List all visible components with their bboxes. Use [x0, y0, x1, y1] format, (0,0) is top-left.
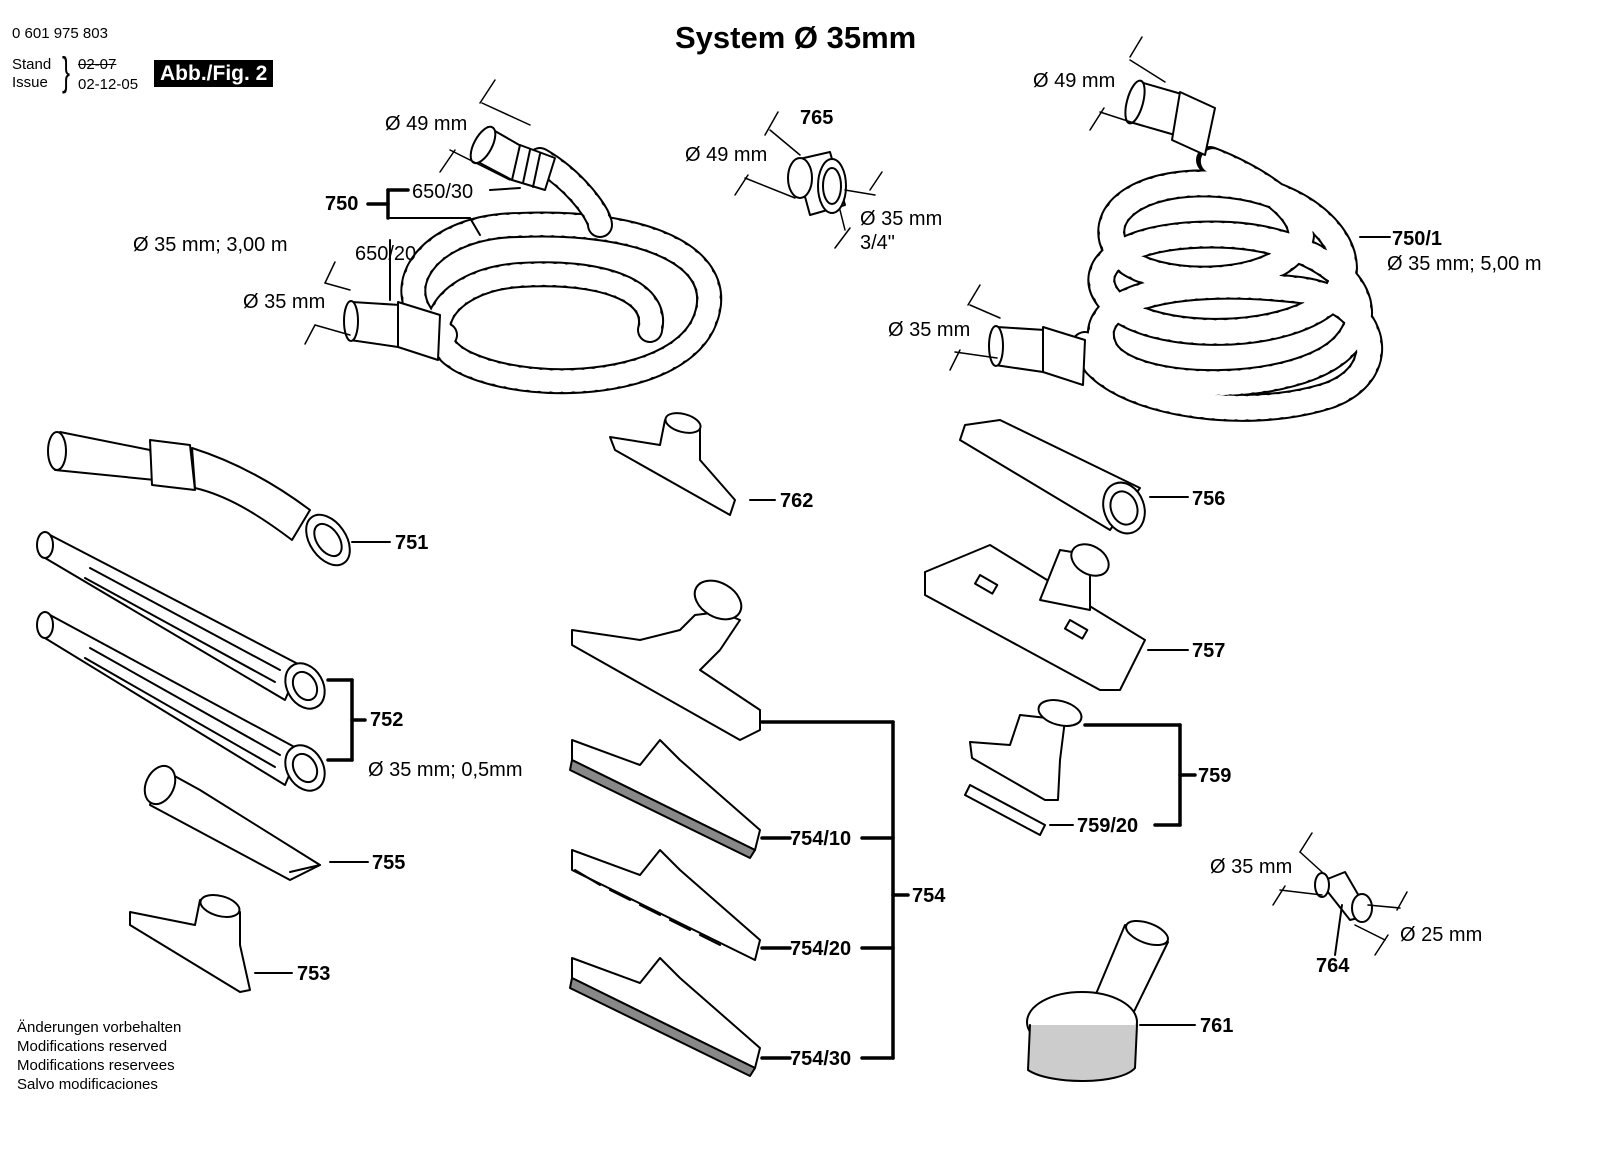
dim-764-out: Ø 25 mm: [1400, 924, 1483, 946]
dim-765-top: Ø 49 mm: [685, 144, 768, 166]
tube-752-upper: [36, 531, 326, 710]
hose-750-cuff-top: [469, 125, 556, 191]
crevice-tool-756: [959, 419, 1146, 535]
part-759-20: 759/20: [1077, 815, 1139, 837]
hose-750-1-cuff-bottom: [988, 325, 1086, 386]
part-754-30: 754/30: [790, 1048, 852, 1070]
leader-lines: [254, 187, 1391, 1026]
part-761: 761: [1200, 1015, 1234, 1037]
brush-strip-759-20: [964, 784, 1046, 836]
part-754-10: 754/10: [790, 828, 852, 850]
adapter-765: [787, 151, 847, 216]
part-752: 752: [370, 709, 404, 731]
hose-750-1: [1071, 146, 1384, 422]
dim-hose-left-top: Ø 49 mm: [385, 113, 468, 135]
issue-label: Issue: [12, 74, 48, 91]
dim-hose-left-bottom: Ø 35 mm: [243, 291, 326, 313]
footer-line-de: Änderungen vorbehalten: [17, 1019, 182, 1036]
brace-symbol: }: [62, 50, 71, 94]
dim-765-thread: 3/4": [860, 232, 895, 254]
dim-hose-left-spec: Ø 35 mm; 3,00 m: [133, 234, 288, 256]
part-755: 755: [372, 852, 406, 874]
floor-nozzle-754: [571, 579, 761, 741]
issue-date: 02-12-05: [78, 76, 139, 93]
part-756: 756: [1192, 488, 1226, 510]
footer-line-en: Modifications reserved: [17, 1038, 168, 1055]
part-650-20: 650/20: [355, 243, 417, 265]
dim-765-bottom: Ø 35 mm: [860, 208, 943, 230]
dim-hose-right-bottom: Ø 35 mm: [888, 319, 971, 341]
dim-hose-right-top: Ø 49 mm: [1033, 70, 1116, 92]
document-number: 0 601 975 803: [12, 25, 108, 42]
part-754: 754: [912, 885, 946, 907]
part-754-20: 754/20: [790, 938, 852, 960]
insert-754-30: [569, 957, 761, 1077]
page-title: System Ø 35mm: [675, 20, 917, 55]
adapter-764: [1314, 871, 1373, 923]
stand-label: Stand: [12, 56, 52, 73]
tube-752-lower: [36, 611, 326, 792]
dim-764-in: Ø 35 mm: [1210, 856, 1293, 878]
part-750-1: 750/1: [1392, 228, 1443, 250]
part-753: 753: [297, 963, 331, 985]
footer-line-fr: Modifications reservees: [17, 1057, 175, 1074]
crevice-tool-755: [143, 764, 321, 881]
part-750: 750: [325, 193, 359, 215]
part-650-30: 650/30: [412, 181, 474, 203]
floor-nozzle-757: [924, 543, 1146, 691]
insert-754-20: [571, 849, 761, 961]
old-date: 02-07: [78, 56, 117, 73]
part-765: 765: [800, 107, 834, 129]
round-brush-761: [1026, 919, 1169, 1082]
insert-754-10: [569, 739, 761, 859]
dimension-markers: [304, 36, 1408, 956]
part-757: 757: [1192, 640, 1226, 662]
nozzle-753: [129, 894, 251, 993]
dim-tube-752: Ø 35 mm; 0,5mm: [368, 759, 523, 781]
part-762: 762: [780, 490, 814, 512]
footer-line-es: Salvo modificaciones: [17, 1076, 158, 1093]
hose-750-cuff-bottom: [343, 300, 441, 361]
nozzle-762: [609, 412, 736, 516]
figure-label: Abb./Fig. 2: [154, 60, 274, 87]
brackets: [326, 188, 1197, 1060]
part-764: 764: [1316, 955, 1350, 977]
hose-750-1-cuff-top: [1124, 79, 1216, 156]
dim-hose-right-spec: Ø 35 mm; 5,00 m: [1387, 253, 1542, 275]
part-759: 759: [1198, 765, 1232, 787]
elbow-751: [47, 431, 351, 567]
nozzle-759: [969, 699, 1083, 801]
part-751: 751: [395, 532, 429, 554]
